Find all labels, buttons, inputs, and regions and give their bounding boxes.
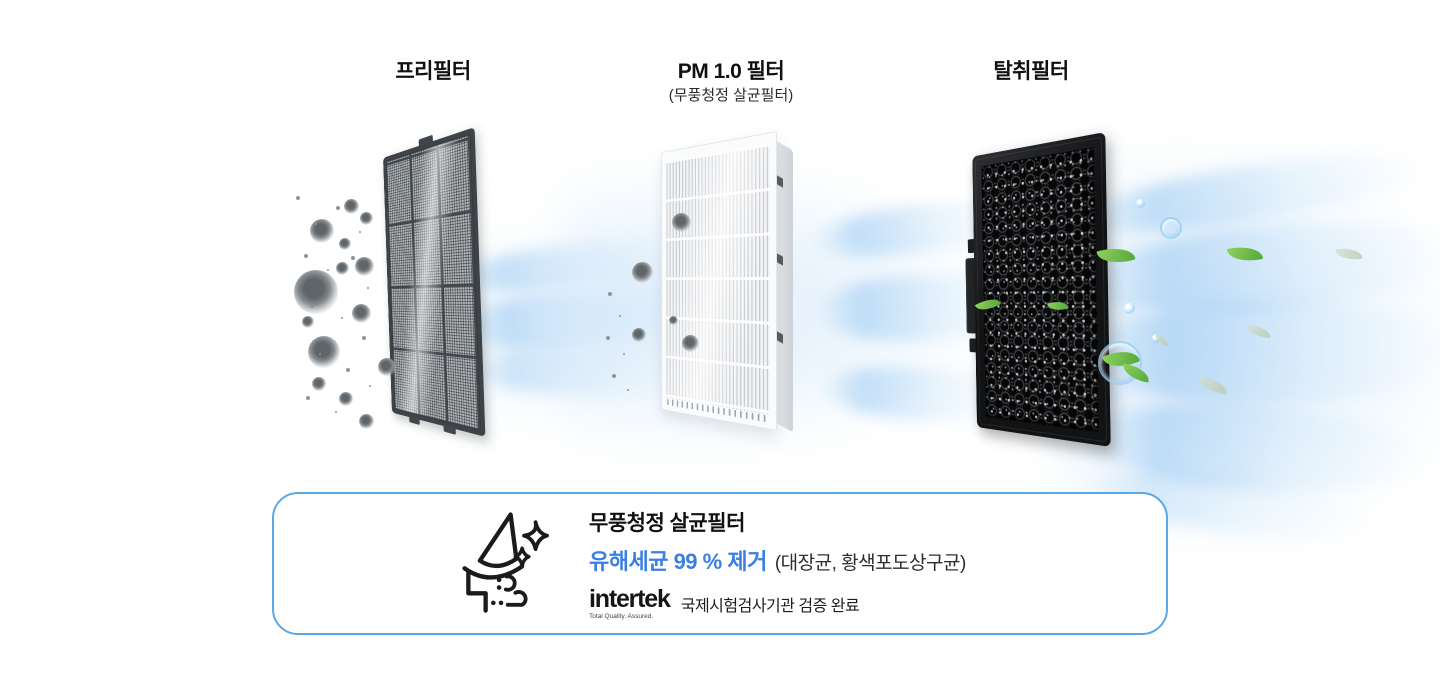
- pm10-filter-pleats: [666, 143, 770, 415]
- virus-particle: [359, 414, 374, 429]
- water-droplet: [1136, 199, 1145, 208]
- dust-dots: [296, 196, 300, 200]
- intertek-logo-text: intertek: [589, 584, 671, 613]
- pre-filter-foot: [409, 415, 420, 426]
- airflow-streak: [1089, 296, 1440, 409]
- virus-particle: [310, 219, 334, 243]
- airflow-streak: [1072, 137, 1438, 248]
- virus-particle: [378, 358, 396, 376]
- water-droplet: [1124, 303, 1135, 314]
- water-droplet: [1098, 341, 1142, 385]
- virus-particle: [339, 238, 351, 250]
- faded-leaf: [1335, 246, 1363, 262]
- pm10-filter-sublabel: (무풍청정 살균필터): [668, 87, 794, 104]
- virus-particle: [352, 304, 371, 323]
- certification-text: 국제시험검사기관 검증 완료: [680, 597, 860, 615]
- virus-particle: [308, 336, 340, 368]
- deodorizing-filter-label: 탈취필터: [993, 60, 1069, 83]
- virus-particle: [339, 392, 353, 406]
- virus-particle: [302, 316, 314, 328]
- intertek-logo: intertek Total Quality. Assured.: [589, 584, 671, 621]
- airflow-streak: [1081, 209, 1440, 326]
- pre-filter-label: 프리필터: [395, 60, 471, 83]
- faded-leaf: [1246, 324, 1272, 339]
- virus-particle: [672, 213, 691, 232]
- sterilization-filter-icon: [462, 511, 549, 613]
- germ-removal-highlight: 유해세균 99 % 제거: [589, 548, 767, 574]
- virus-particle: [632, 328, 646, 342]
- pm10-filter-label: PM 1.0 필터: [677, 60, 785, 83]
- dust-dots: [608, 292, 612, 296]
- pm10-filter-front: [661, 131, 777, 431]
- pre-filter-mesh: [386, 133, 481, 431]
- virus-particle: [355, 257, 374, 276]
- intertek-tagline: Total Quality. Assured.: [589, 612, 654, 620]
- germ-types-note: (대장균, 황색포도상구균): [774, 552, 967, 574]
- callout-title: 무풍청정 살균필터: [589, 511, 745, 535]
- pre-filter-graphic: [383, 127, 486, 437]
- leaf: [1226, 243, 1264, 265]
- deodorizing-filter-graphic: [965, 132, 1111, 447]
- deodorizing-filter-carbon-cells: [981, 147, 1099, 433]
- certification-callout-box: 무풍청정 살균필터 유해세균 99 % 제거 (대장균, 황색포도상구균) in…: [272, 492, 1168, 635]
- virus-particle: [360, 212, 373, 225]
- faded-leaf: [1197, 376, 1229, 395]
- virus-particle: [336, 262, 349, 275]
- virus-particle: [312, 377, 326, 391]
- virus-particle: [682, 335, 699, 352]
- pm10-filter-graphic: [627, 131, 807, 433]
- virus-particle: [294, 270, 338, 314]
- virus-particle: [632, 262, 653, 283]
- water-droplet: [1160, 217, 1182, 239]
- airflow-streak: [1082, 393, 1428, 502]
- virus-particle: [669, 316, 678, 325]
- pre-filter-frame: [383, 127, 486, 437]
- deodorizing-filter-frame: [972, 132, 1111, 447]
- virus-particle: [344, 199, 359, 214]
